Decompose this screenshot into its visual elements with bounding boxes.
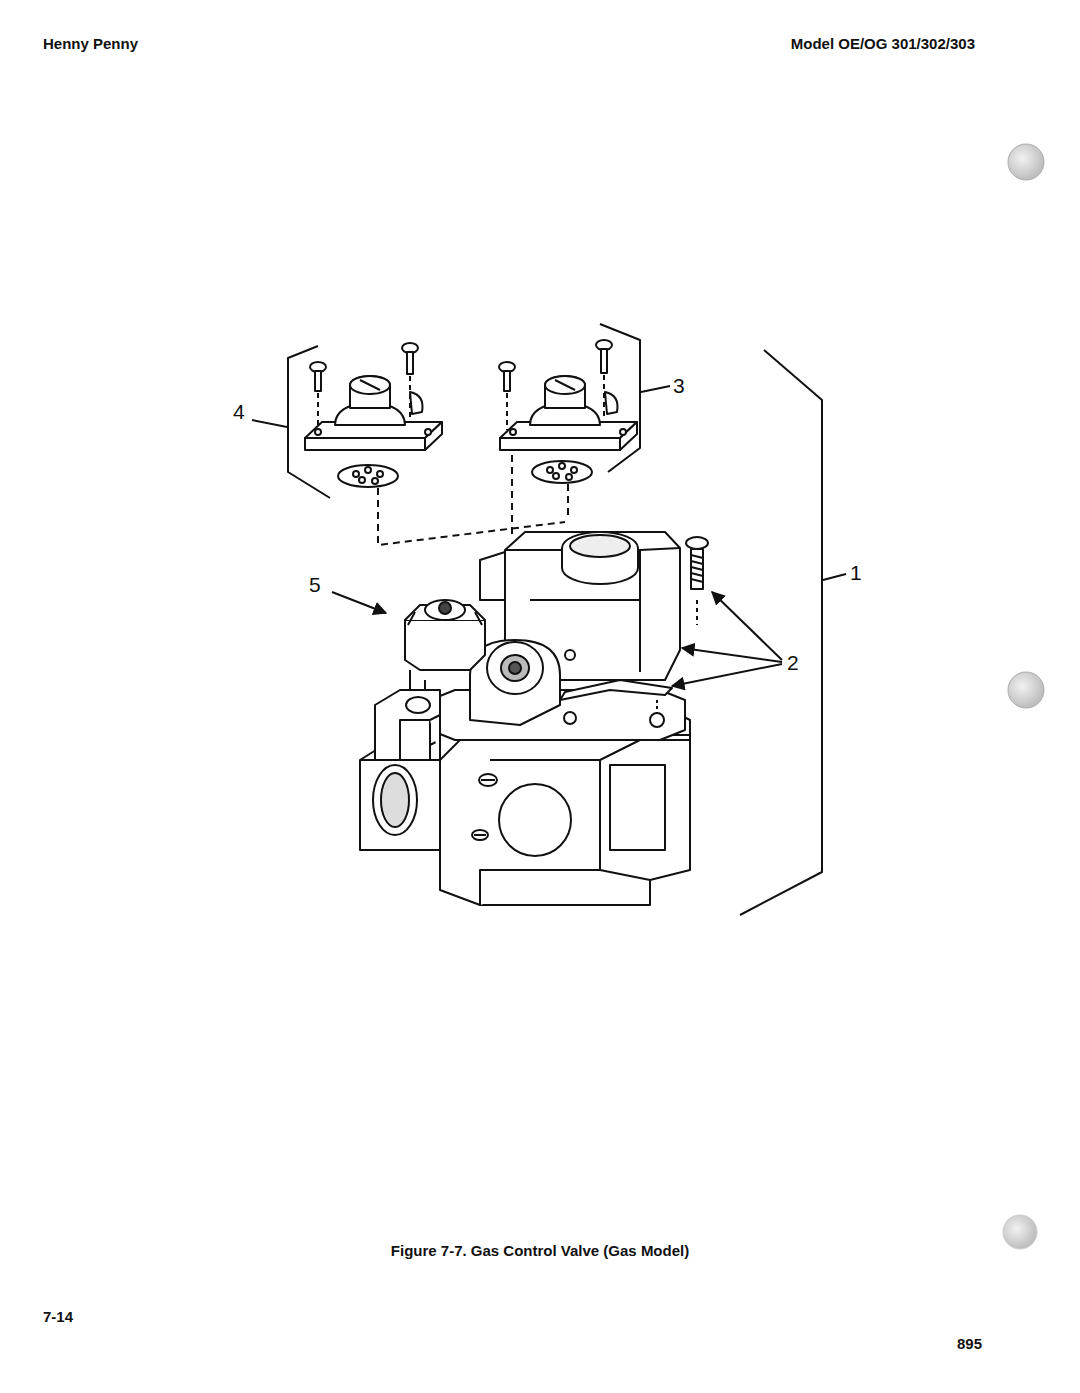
pressure-regulator [305, 376, 442, 487]
figure-caption: Figure 7-7. Gas Control Valve (Gas Model… [391, 1243, 689, 1260]
header-text: Henny Penny [43, 36, 138, 53]
leader-line [712, 592, 782, 660]
leader-line [332, 592, 386, 613]
assembly-line [511, 455, 513, 538]
header-text: Model OE/OG 301/302/303 [791, 36, 975, 53]
assembly-line [567, 484, 569, 520]
page-number: 895 [957, 1336, 982, 1353]
screw [499, 340, 612, 430]
valve-body [360, 532, 708, 905]
pressure-regulator [500, 376, 637, 483]
callout-number: 2 [787, 651, 799, 674]
callout-number: 4 [233, 400, 245, 423]
screw [310, 343, 418, 430]
leader-line [823, 574, 846, 580]
leader-line [252, 420, 287, 427]
callout-number: 1 [850, 561, 862, 584]
leader-line [682, 648, 782, 662]
punch-holes [1003, 144, 1044, 1249]
page-number: 7-14 [43, 1309, 73, 1326]
leader-line [641, 386, 670, 392]
callout-number: 3 [673, 374, 685, 397]
leader-line [672, 664, 782, 686]
callout-number: 5 [309, 573, 321, 596]
valve-drawing [252, 324, 846, 915]
